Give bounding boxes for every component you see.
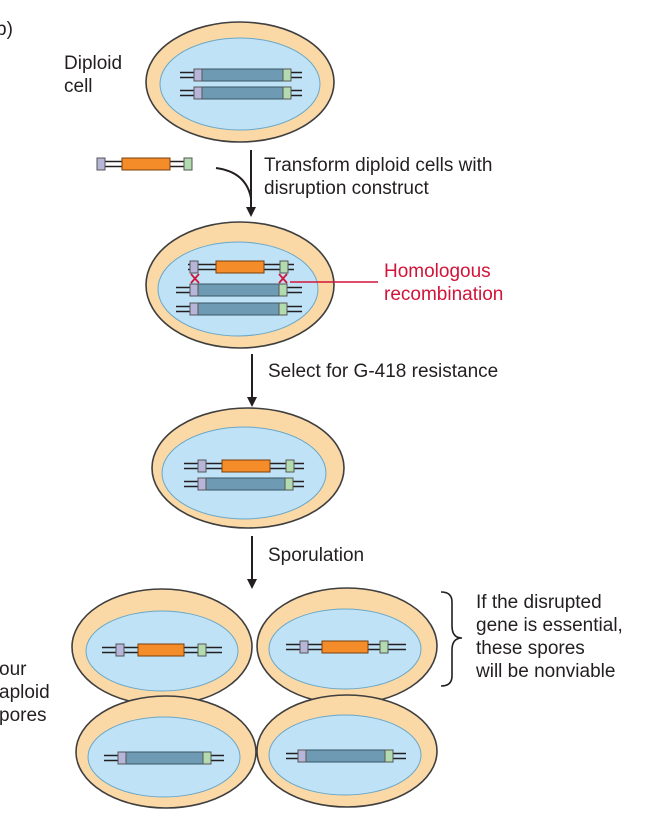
chromosome-wildtype — [176, 283, 302, 297]
selection-step-label: Select for G-418 resistance — [268, 361, 499, 382]
crossover-marks — [190, 273, 288, 284]
selected-cell — [151, 407, 345, 529]
transform-arrow — [215, 150, 256, 217]
sporulation-step-label: Sporulation — [268, 545, 365, 566]
recombination-label: Homologous recombination — [384, 261, 504, 305]
spore-disrupted — [256, 587, 438, 705]
chromosome-disrupted — [184, 459, 304, 473]
panel-label: b) — [0, 19, 13, 40]
chromosome-wildtype — [176, 302, 302, 316]
transformed-cell — [145, 221, 335, 349]
diploid-cell-label: Diploid cell — [64, 53, 123, 97]
chromosome-wildtype — [184, 477, 304, 491]
spore-wildtype — [256, 694, 438, 808]
disruption-construct — [96, 157, 193, 171]
construct-in-nucleus — [188, 260, 294, 274]
transform-step-label: Transform diploid cells with disruption … — [264, 155, 493, 199]
spores-label: our aploid pores — [0, 659, 50, 726]
chromosome-wildtype — [180, 68, 302, 82]
diploid-cell — [145, 21, 335, 143]
nonviable-note: If the disrupted gene is essential, thes… — [476, 592, 623, 682]
spore-bracket — [440, 591, 463, 687]
chromosome-wildtype — [180, 86, 302, 100]
spore-wildtype — [75, 695, 257, 809]
spore-disrupted — [71, 588, 253, 706]
